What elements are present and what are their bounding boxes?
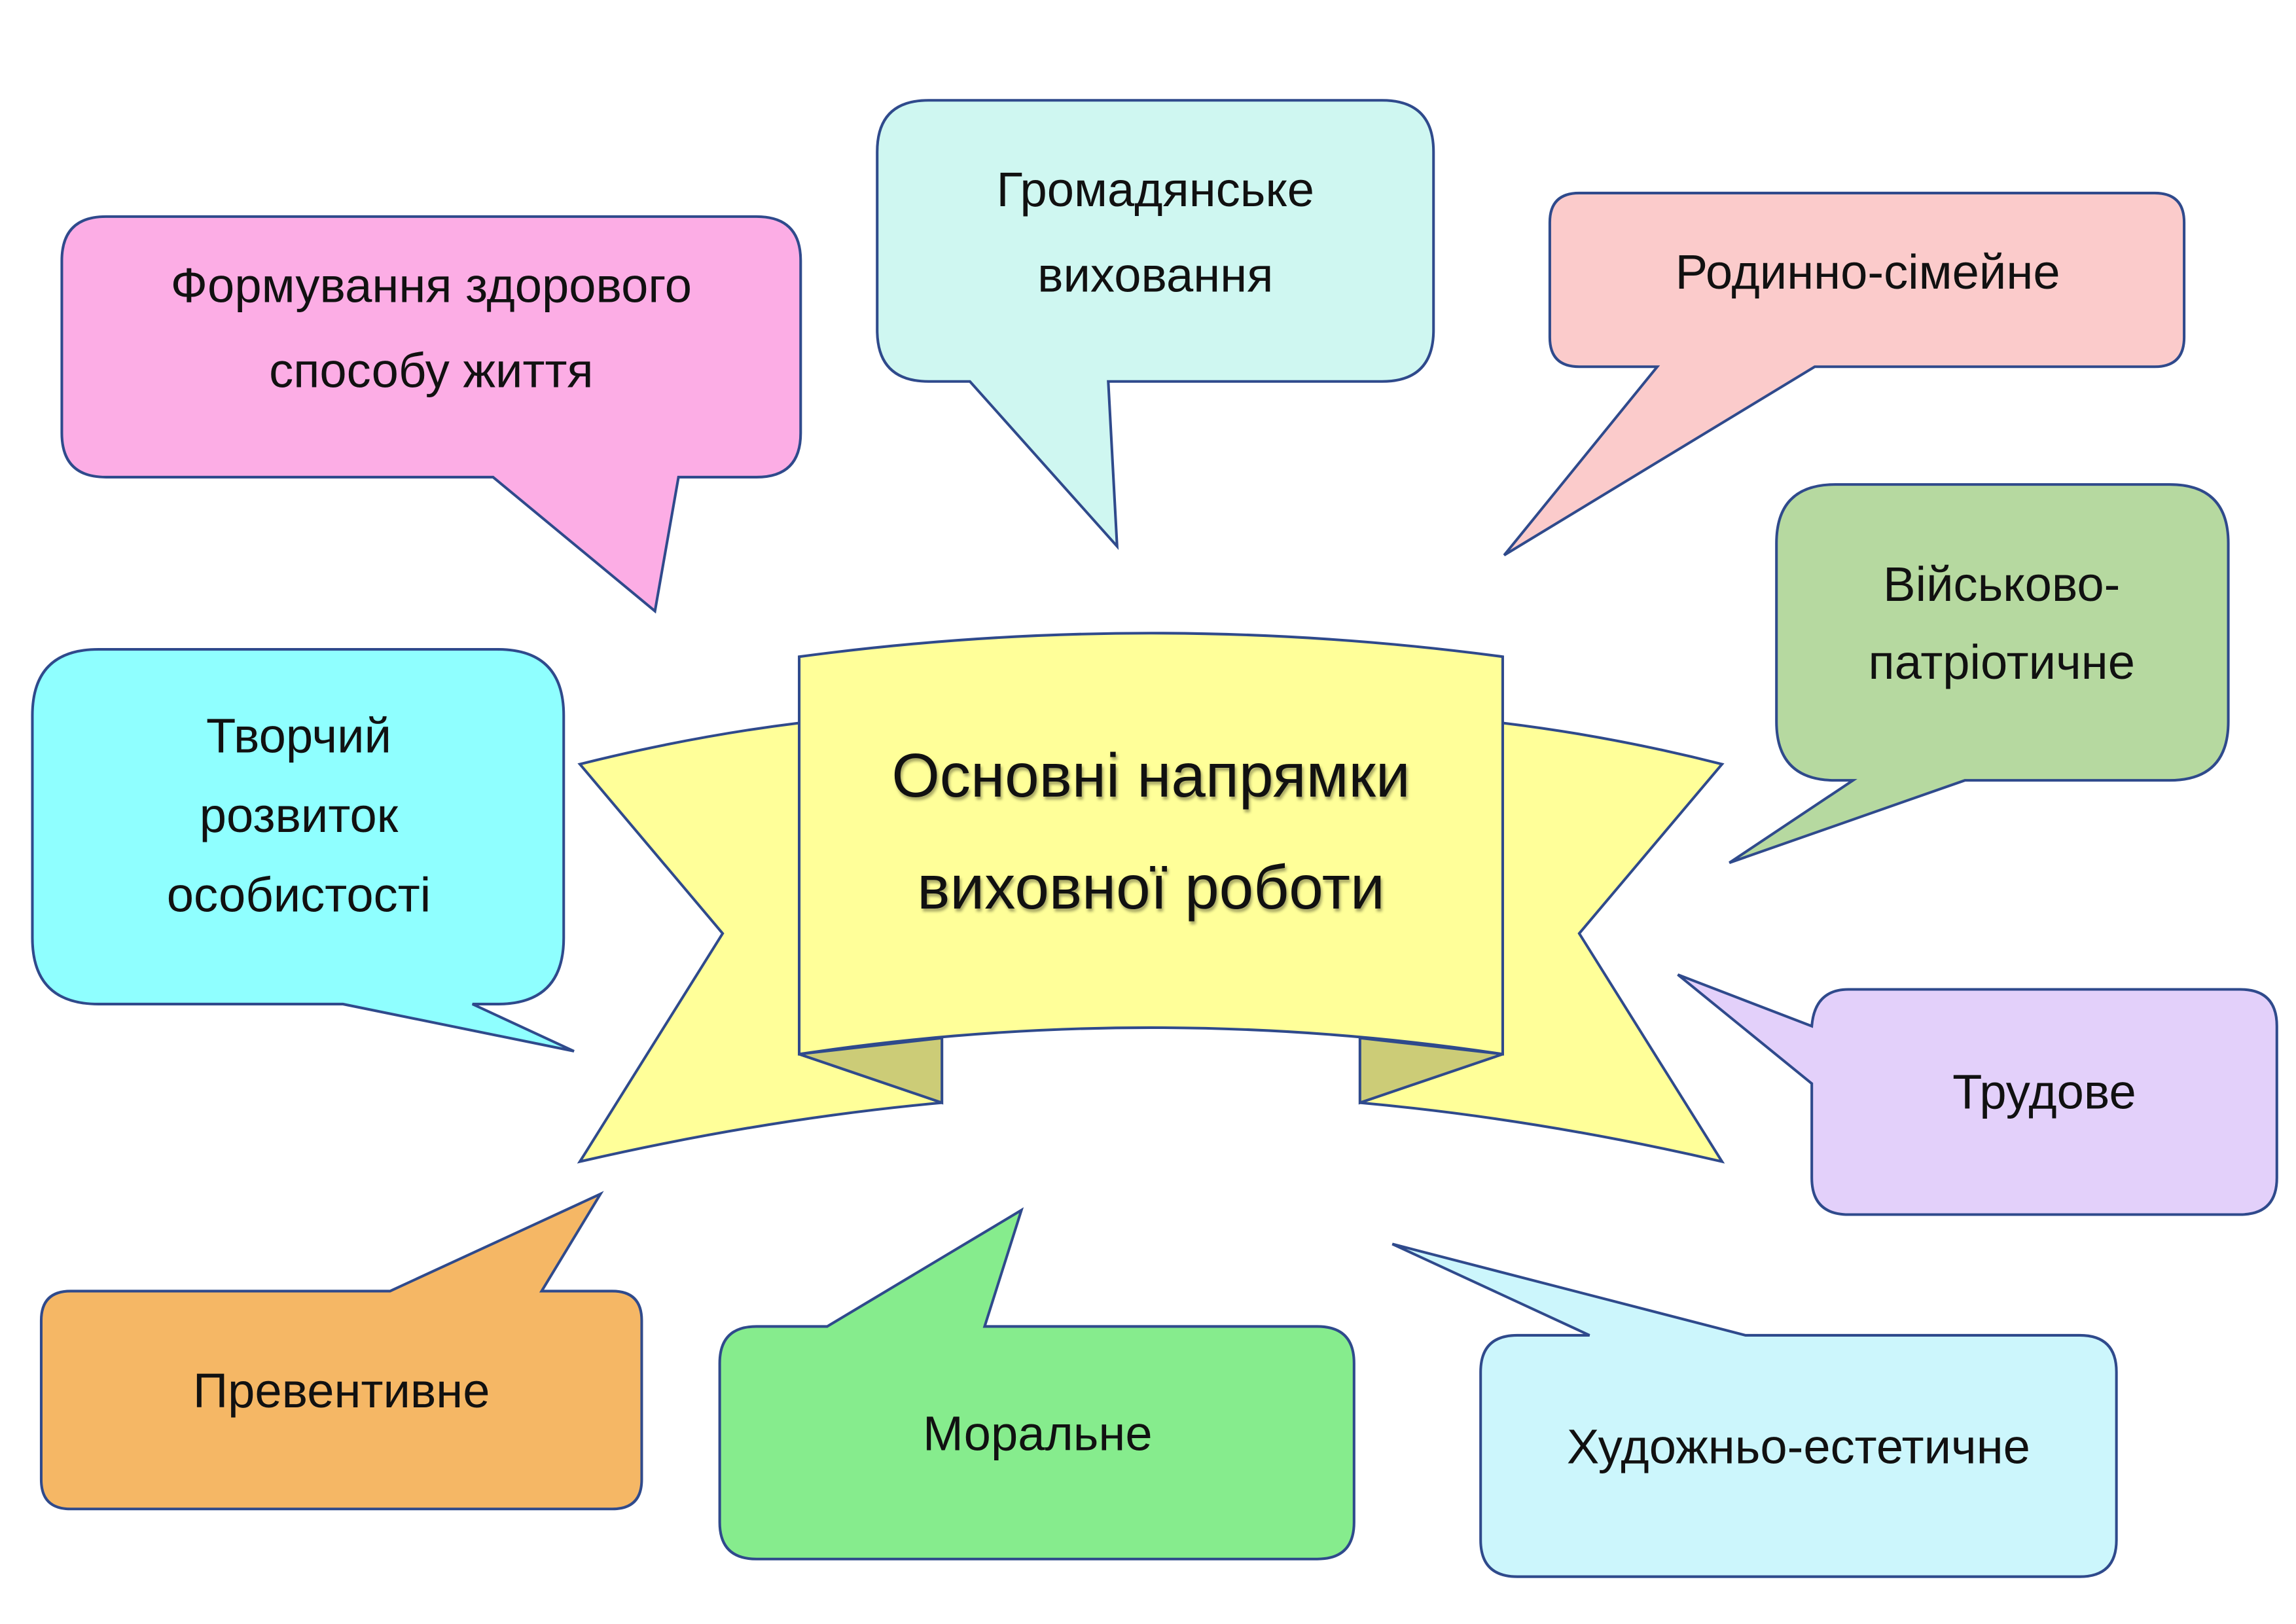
callout-creative-development: Творчий розвиток особистості — [31, 647, 575, 1053]
callout-labor: Трудове — [1677, 973, 2278, 1216]
callout-shape — [1391, 1242, 2118, 1578]
central-banner: Основні напрямки виховної роботи — [577, 632, 1725, 1164]
callout-shape — [718, 1207, 1355, 1561]
callout-label: Моральне — [923, 1406, 1153, 1460]
banner-title-line-1: Основні напрямки — [891, 742, 1410, 810]
banner-center — [798, 632, 1504, 1056]
callout-preventive: Превентивне — [39, 1191, 643, 1511]
callout-label: патріотичне — [1869, 635, 2135, 689]
callout-shape — [39, 1191, 643, 1511]
callout-healthy-lifestyle: Формування здорового способу життя — [60, 215, 802, 614]
callout-label: особистості — [167, 867, 431, 922]
callout-label: Громадянське — [996, 162, 1314, 217]
banner-right-fold — [1358, 1036, 1503, 1105]
banner-title-line-2: виховної роботи — [917, 854, 1385, 922]
callout-label: Родинно-сімейне — [1676, 245, 2060, 299]
callout-shape — [60, 215, 802, 614]
banner-left-fold — [798, 1036, 944, 1105]
callout-label: Формування здорового — [171, 258, 692, 312]
callout-shape — [1729, 483, 2230, 864]
callout-shape — [1503, 191, 2186, 556]
callout-shape — [1677, 973, 2278, 1216]
callout-family: Родинно-сімейне — [1503, 191, 2186, 556]
callout-shape — [31, 647, 575, 1053]
callout-label: розвиток — [200, 788, 399, 842]
callout-label: Військово- — [1883, 557, 2120, 611]
callout-civic: Громадянське виховання — [876, 99, 1435, 550]
callout-shape — [876, 99, 1435, 550]
callout-military-patriotic: Військово- патріотичне — [1729, 483, 2230, 864]
callout-label: Превентивне — [193, 1363, 490, 1418]
banner-left-wing — [577, 721, 942, 1164]
callout-label: Творчий — [206, 708, 391, 763]
callout-artistic-aesthetic: Художньо-естетичне — [1391, 1242, 2118, 1578]
banner-right-wing — [1359, 721, 1725, 1164]
callout-moral: Моральне — [718, 1207, 1355, 1561]
callout-label: способу життя — [269, 344, 593, 398]
callout-label: Художньо-естетичне — [1567, 1420, 2030, 1474]
callout-label: Трудове — [1952, 1065, 2136, 1119]
callout-label: виховання — [1037, 248, 1273, 302]
